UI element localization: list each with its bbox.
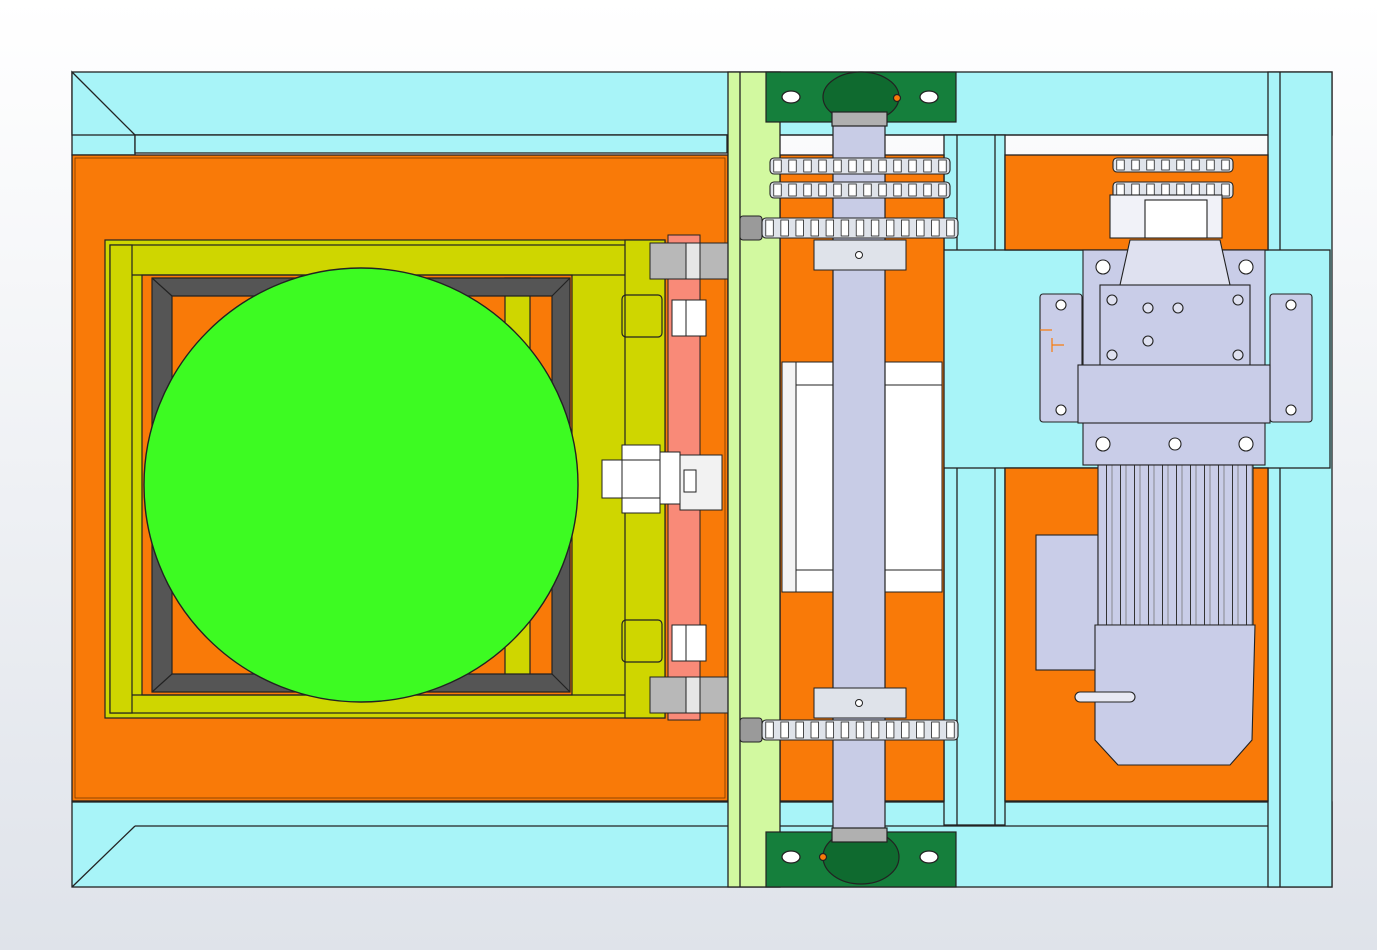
- sprocket: [761, 719, 959, 741]
- sprocket-group: [761, 157, 1234, 741]
- electric-motor: [1035, 464, 1256, 766]
- sprocket: [769, 157, 951, 175]
- frame-top-rail: [71, 71, 1333, 136]
- center-bolt: [601, 444, 723, 514]
- pillow-block-bearing: [765, 827, 957, 888]
- frame-bottom-rail: [71, 801, 1333, 888]
- turntable-disc: [143, 267, 579, 703]
- shaft-collar: [813, 239, 907, 719]
- sprocket: [761, 217, 959, 239]
- gear-reducer: [1039, 194, 1313, 466]
- sprocket: [1112, 181, 1234, 199]
- cross-rail: [727, 71, 781, 888]
- sprocket: [1112, 157, 1234, 173]
- sprocket: [769, 181, 951, 199]
- pillow-block-bearing: [765, 71, 957, 127]
- outer-frame: [71, 70, 1333, 888]
- frame-right-tube: [1267, 71, 1333, 888]
- clamp-block: [649, 242, 729, 714]
